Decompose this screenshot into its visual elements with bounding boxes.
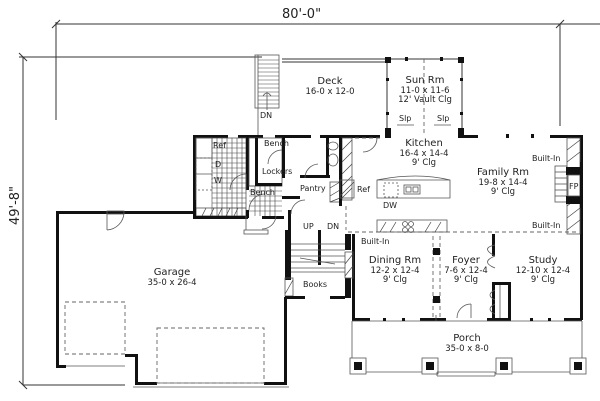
room-label-family-room: Family Rm 19-8 x 14-4 9' Clg xyxy=(476,167,530,198)
pantry-label: Pantry xyxy=(300,184,326,193)
room-label-garage: Garage 35-0 x 26-4 xyxy=(147,267,197,288)
mudroom xyxy=(193,137,285,235)
room-label-foyer: Foyer 7-6 x 12-4 9' Clg xyxy=(444,255,488,286)
dryer-label: D xyxy=(215,160,222,169)
front-rooms xyxy=(383,234,551,321)
sun-room xyxy=(385,57,464,138)
stair-up-label: UP xyxy=(303,222,314,231)
porch xyxy=(349,321,587,377)
washer-label: W xyxy=(214,176,222,185)
fireplace-label: FP xyxy=(569,182,579,191)
room-label-deck: Deck 16-0 x 12-0 xyxy=(305,76,355,97)
room-label-study: Study 12-10 x 12-4 9' Clg xyxy=(515,255,571,286)
overall-width-label: 80'-0" xyxy=(282,7,322,22)
deck-stair-dn-label: DN xyxy=(260,111,273,120)
built-in-top-label: Built-In xyxy=(532,154,561,163)
built-in-dining-label: Built-In xyxy=(361,237,390,246)
bench-top-label: Bench xyxy=(264,139,289,148)
overall-depth-label: 49'-8" xyxy=(8,185,24,226)
built-in-bottom-label: Built-In xyxy=(532,221,561,230)
dimension-lines xyxy=(18,19,600,390)
garage xyxy=(56,210,289,388)
bench-bottom-label: Bench xyxy=(250,188,275,197)
deck xyxy=(254,54,386,135)
lockers-label: Lockers xyxy=(262,167,293,176)
room-label-porch: Porch 35-0 x 8-0 xyxy=(445,333,489,354)
kitchen-fixtures xyxy=(339,137,578,233)
exterior-walls xyxy=(193,135,583,322)
powder-pantry xyxy=(282,138,341,234)
kitchen-ref-label: Ref xyxy=(357,185,370,194)
family-room-fixtures xyxy=(506,134,583,235)
room-label-sun-room: Sun Rm 11-0 x 11-6 12' Vault Clg xyxy=(398,75,452,106)
stairs xyxy=(284,230,354,299)
stair-dn-label: DN xyxy=(327,222,340,231)
books-label: Books xyxy=(303,280,328,289)
sun-room-slope-right: Slp xyxy=(437,114,450,123)
sun-room-slope-left: Slp xyxy=(399,114,412,123)
room-label-kitchen: Kitchen 16-4 x 14-4 9' Clg xyxy=(399,138,449,169)
mudroom-ref-label: Ref xyxy=(213,141,226,150)
dishwasher-label: DW xyxy=(383,201,398,210)
room-label-dining-room: Dining Rm 12-2 x 12-4 9' Clg xyxy=(368,255,422,286)
